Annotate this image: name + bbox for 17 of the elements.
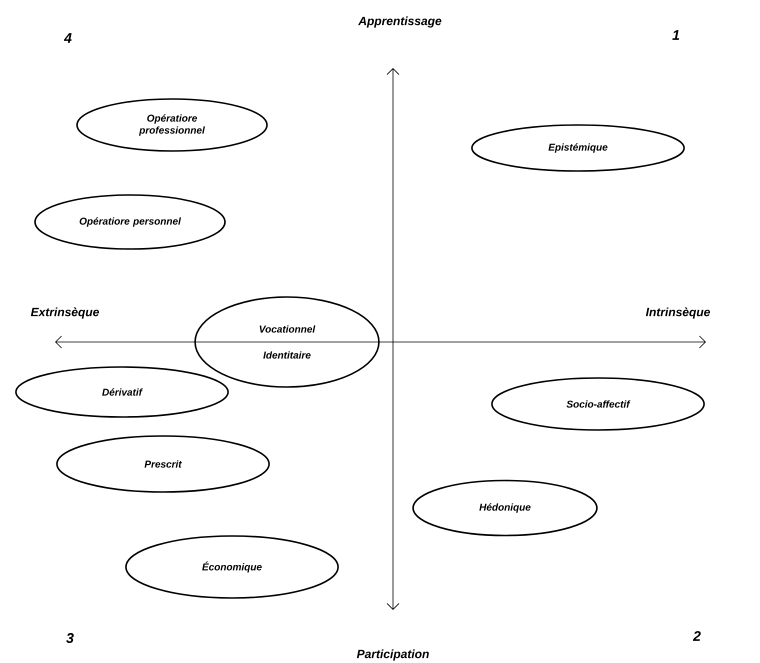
axis-label: Extrinsèque bbox=[30, 307, 100, 319]
ellipse-node: Epistémique bbox=[471, 124, 685, 172]
ellipse-node: Prescrit bbox=[56, 435, 270, 493]
axis-label: Intrinsèque bbox=[646, 307, 710, 319]
quadrant-number: 3 bbox=[66, 633, 74, 643]
axis-label: Participation bbox=[356, 649, 429, 661]
ellipse-node: Dérivatif bbox=[15, 366, 229, 418]
ellipse-node: Vocationnel Identitaire bbox=[194, 296, 380, 388]
ellipse-node: Opératiore personnel bbox=[34, 194, 226, 250]
quadrant-number: 1 bbox=[672, 30, 680, 40]
ellipse-node: Économique bbox=[125, 535, 339, 599]
quadrant-number: 4 bbox=[64, 33, 72, 43]
axis-label: Apprentissage bbox=[358, 16, 442, 28]
ellipse-node: Socio-affectif bbox=[491, 377, 705, 431]
quadrant-number: 2 bbox=[692, 631, 701, 641]
ellipse-node: Opératiore professionnel bbox=[76, 98, 268, 152]
ellipse-node: Hédonique bbox=[412, 480, 598, 536]
